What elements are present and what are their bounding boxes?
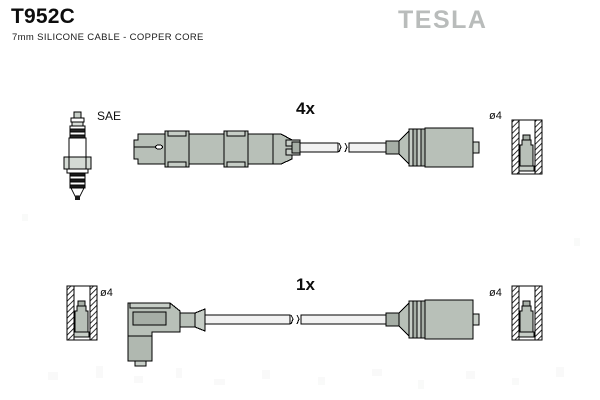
upper-assembly-group xyxy=(63,111,543,200)
diameter-label-lower-left: ø4 xyxy=(100,287,113,299)
spark-plug-icon xyxy=(63,111,92,200)
upper-cable xyxy=(298,142,387,153)
sae-plug-label: SAE xyxy=(97,109,122,123)
quantity-label-lower: 1x xyxy=(296,275,315,294)
cable-break-symbol xyxy=(338,142,348,153)
terminal-socket-lower-right xyxy=(511,285,543,341)
lower-cable xyxy=(204,314,387,325)
terminal-socket-lower-left xyxy=(66,285,98,341)
lower-left-angled-boot xyxy=(127,302,206,367)
upper-left-boot xyxy=(133,130,301,168)
diameter-label-upper-right: ø4 xyxy=(489,110,502,122)
part-description: 7mm SILICONE CABLE - COPPER CORE xyxy=(12,32,204,43)
terminal-socket-upper-right xyxy=(511,119,543,175)
upper-right-connector xyxy=(385,127,480,168)
lower-right-connector xyxy=(385,299,480,340)
cable-break-symbol xyxy=(290,314,300,325)
lower-assembly-group xyxy=(66,285,543,367)
quantity-label-upper: 4x xyxy=(296,99,315,118)
page-title: T952C xyxy=(11,5,76,28)
brand-logo: TESLA xyxy=(398,6,488,34)
diameter-label-lower-right: ø4 xyxy=(489,287,502,299)
